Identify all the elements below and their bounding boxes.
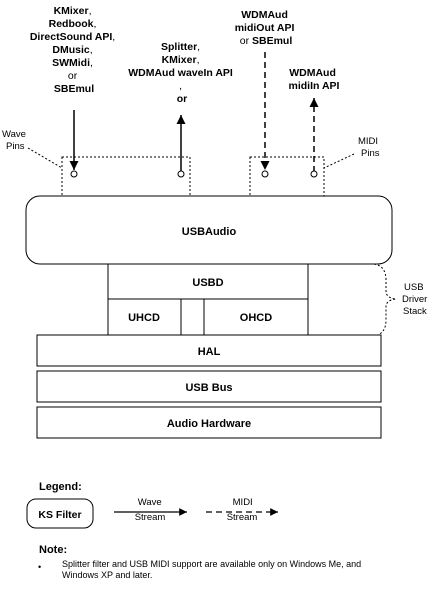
uhcd-label: UHCD: [128, 312, 160, 324]
ohcd-label: OHCD: [240, 312, 272, 324]
midi-out-label: WDMAud midiOut API or SBEmul: [235, 9, 298, 47]
wave-pin-in: [70, 170, 78, 178]
audio-hardware-block: [36, 406, 382, 439]
legend-title: Legend:: [39, 481, 82, 493]
left-input-label: KMixer, Redbook, DirectSound API, DMusic…: [30, 5, 118, 95]
usbd-block: [107, 263, 309, 300]
uhcd-block: [107, 298, 182, 336]
wave-pins-callout: [27, 147, 63, 169]
usb-bus-label: USB Bus: [185, 382, 232, 394]
note-title: Note:: [39, 544, 67, 556]
midi-pin-out: [261, 170, 269, 178]
legend-ks-filter-box: [26, 498, 94, 529]
wave-pins-group: [61, 156, 191, 209]
driver-stack-label: USB Driver Stack: [402, 282, 430, 317]
left-output-label: Splitter, KMixer, WDMAud waveIn API , or: [128, 41, 236, 105]
legend-wave-stream-label: Wave Stream: [135, 497, 166, 523]
legend-midi-stream-label: MIDI Stream: [227, 497, 258, 523]
wave-pin-out: [177, 170, 185, 178]
hal-label: HAL: [198, 346, 221, 358]
wave-pins-label: Wave Pins: [2, 129, 29, 152]
audio-hardware-label: Audio Hardware: [167, 418, 251, 430]
ohcd-block: [203, 298, 309, 336]
usb-bus-block: [36, 370, 382, 403]
usbd-label: USBD: [192, 277, 223, 289]
usbaudio-label: USBAudio: [182, 226, 237, 238]
note-bullet: •: [38, 562, 42, 572]
midi-pin-in: [310, 170, 318, 178]
midi-pins-label: MIDI Pins: [358, 136, 381, 159]
midi-pins-callout: [323, 153, 355, 169]
driver-stack-brace: [373, 263, 397, 337]
stack-gap: [180, 298, 205, 336]
hal-block: [36, 334, 382, 367]
note-text: Splitter filter and USB MIDI support are…: [62, 559, 362, 580]
legend-ks-filter-label: KS Filter: [38, 509, 81, 521]
midi-in-label: WDMAud midiIn API: [289, 67, 340, 92]
